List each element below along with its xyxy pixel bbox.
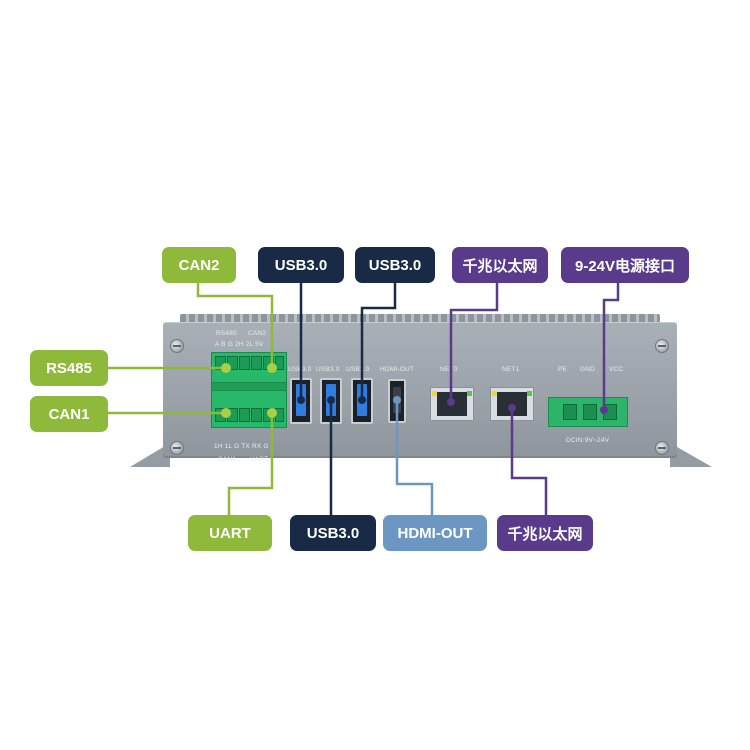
marker-dot <box>358 396 366 404</box>
heatsink-fins <box>180 314 660 324</box>
leader-gigabit-top <box>449 282 499 402</box>
terminal-pin <box>239 356 250 370</box>
label-usb-2: USB3.0 <box>355 247 435 283</box>
silk-usb2: USB3.0 <box>316 366 340 373</box>
silk-uart: UART <box>250 456 269 463</box>
marker-dot <box>508 404 516 412</box>
screw-icon <box>655 441 669 455</box>
terminal-pin <box>227 356 238 370</box>
marker-dot <box>447 398 455 406</box>
leader-uart <box>227 413 274 515</box>
marker-dot <box>267 408 277 418</box>
screw-icon <box>655 339 669 353</box>
silk-net1: NET1 <box>502 366 520 373</box>
label-can1: CAN1 <box>30 396 108 432</box>
terminal-pin <box>251 356 262 370</box>
label-uart: UART <box>188 515 272 551</box>
screw-icon <box>170 339 184 353</box>
silk-gnd: GND <box>580 366 596 373</box>
leader-can2 <box>196 282 274 368</box>
label-hdmi-out: HDMI-OUT <box>383 515 487 551</box>
terminal-pin <box>215 356 226 370</box>
label-gigabit-bottom: 千兆以太网 <box>497 515 593 551</box>
marker-dot <box>221 363 231 373</box>
terminal-pin <box>275 356 284 370</box>
marker-dot <box>600 406 608 414</box>
marker-dot <box>327 396 335 404</box>
label-power: 9-24V电源接口 <box>561 247 689 283</box>
label-can2: CAN2 <box>162 247 236 283</box>
leader-usb-2 <box>360 282 397 400</box>
terminal-pin <box>251 408 262 422</box>
leader-gigabit-bottom <box>510 408 548 515</box>
silk-can2: CAN2 <box>248 330 267 337</box>
label-usb-1: USB3.0 <box>258 247 344 283</box>
silk-usb1: USB3.0 <box>288 366 312 373</box>
silk-dcin: DCIN:9V~24V <box>566 437 610 444</box>
silk-rs485: RS485 <box>216 330 237 337</box>
silk-net0: NET0 <box>440 366 458 373</box>
label-rs485: RS485 <box>30 350 108 386</box>
label-usb-bottom: USB3.0 <box>290 515 376 551</box>
marker-dot <box>297 396 305 404</box>
power-connector <box>548 397 628 427</box>
marker-dot <box>221 408 231 418</box>
silk-vcc: VCC <box>609 366 624 373</box>
silk-pins-top: A B G 2H 2L 5V <box>215 341 264 348</box>
leader-power <box>602 282 620 410</box>
silk-hdmi: HDMI-OUT <box>380 366 415 373</box>
silk-usb3: USB3.0 <box>346 366 370 373</box>
silk-can1: CAN1 <box>218 456 237 463</box>
terminal-pin <box>239 408 250 422</box>
marker-dot <box>393 396 401 404</box>
silk-pe: PE <box>558 366 568 373</box>
screw-icon <box>170 441 184 455</box>
label-gigabit-top: 千兆以太网 <box>452 247 548 283</box>
silk-pins-bottom: 1H 1L G TX RX G <box>214 443 269 450</box>
marker-dot <box>267 363 277 373</box>
leader-hdmi <box>395 400 434 515</box>
